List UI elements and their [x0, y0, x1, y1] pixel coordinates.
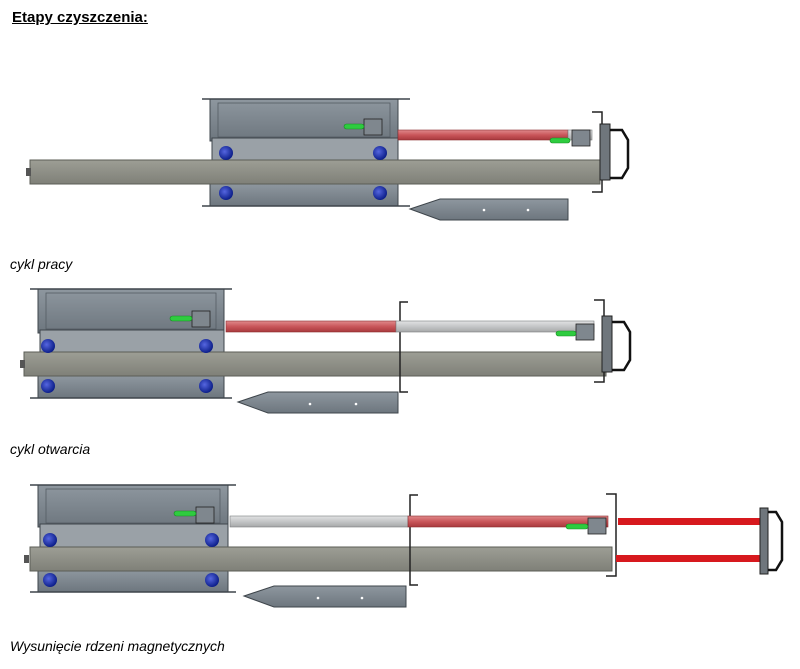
- stage-2-wheel: [41, 379, 55, 393]
- stage-3-handle-2: [565, 523, 589, 530]
- stage-3-drawing: [24, 484, 784, 608]
- stage-3-drawer: [242, 585, 407, 608]
- stage-2-wheel: [199, 339, 213, 353]
- stage-2-wheel: [199, 379, 213, 393]
- stage-2-rail: [23, 351, 607, 377]
- stage-caption: Wysunięcie rdzeni magnetycznych: [10, 638, 225, 654]
- stage-1-wheel: [373, 186, 387, 200]
- stage-2-grey-rod: [395, 320, 595, 333]
- stage-2-handle-2: [555, 330, 577, 337]
- stage-1-handle-2: [549, 137, 571, 144]
- stage-1-drawing: [26, 98, 630, 221]
- stage-2-housing-bottom: [37, 375, 225, 399]
- stage-1-drawer: [408, 198, 569, 221]
- stage-caption: cykl otwarcia: [10, 441, 91, 457]
- stage-1-wheel: [373, 146, 387, 160]
- stage-1-wheel: [219, 186, 233, 200]
- stage-3-handle-1: [173, 510, 197, 517]
- stage-1-rail: [29, 159, 601, 185]
- stage-3-core-lower: [616, 555, 762, 562]
- stage-3-wheel: [43, 533, 57, 547]
- stage-3-rail: [29, 546, 613, 572]
- stage-3-red-rod: [407, 515, 609, 528]
- stage-3-wheel: [205, 573, 219, 587]
- stage-2-drawing: [20, 288, 632, 414]
- stage-3-housing-bottom: [37, 569, 229, 593]
- stage-1-housing-bottom: [209, 183, 399, 207]
- stage-caption: cykl pracy: [10, 256, 73, 272]
- stage-2-drawer: [236, 391, 399, 414]
- stage-3-wheel: [43, 573, 57, 587]
- stage-2-wheel: [41, 339, 55, 353]
- stage-3-wheel: [205, 533, 219, 547]
- stage-3-core-upper: [618, 518, 762, 525]
- page-title: Etapy czyszczenia:: [12, 9, 148, 26]
- stage-2-red-rod: [225, 320, 397, 333]
- stage-3-grey-rod: [229, 515, 409, 528]
- stage-1-red-rod: [397, 129, 569, 141]
- stage-2-handle-1: [169, 315, 193, 322]
- stage-1-handle-1: [343, 123, 365, 130]
- stage-1-wheel: [219, 146, 233, 160]
